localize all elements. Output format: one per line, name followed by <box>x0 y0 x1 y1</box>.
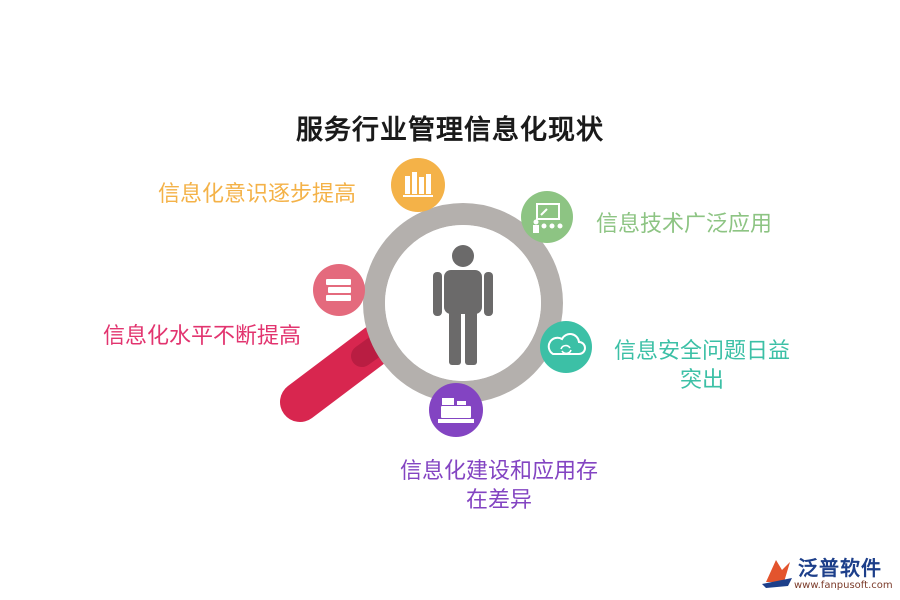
item-label-awareness: 信息化意识逐步提高 <box>158 182 357 207</box>
item-label-security-line1: 信息安全问题日益 <box>613 339 790 364</box>
logo-mark-icon <box>762 560 792 588</box>
brand-logo: 泛普软件 www.fanpusoft.com <box>756 550 896 596</box>
presentation-icon <box>521 191 573 243</box>
item-label-security-line2: 突出 <box>679 368 724 393</box>
cash-register-icon <box>429 383 483 437</box>
stacked-books-icon <box>313 264 365 316</box>
item-label-tech-application: 信息技术广泛应用 <box>596 212 773 237</box>
person-icon <box>433 245 493 365</box>
cloud-sync-icon <box>540 321 592 373</box>
diagram-title: 服务行业管理信息化现状 <box>296 115 604 146</box>
item-label-security: 信息安全问题日益 突出 <box>604 337 800 395</box>
books-icon <box>391 158 445 212</box>
item-label-difference-line2: 在差异 <box>465 488 532 513</box>
item-label-difference-line1: 信息化建设和应用存 <box>399 459 598 484</box>
logo-url: www.fanpusoft.com <box>794 580 893 591</box>
logo-name: 泛普软件 <box>798 556 882 580</box>
item-label-difference: 信息化建设和应用存 在差异 <box>388 457 610 515</box>
item-label-level: 信息化水平不断提高 <box>103 324 302 349</box>
